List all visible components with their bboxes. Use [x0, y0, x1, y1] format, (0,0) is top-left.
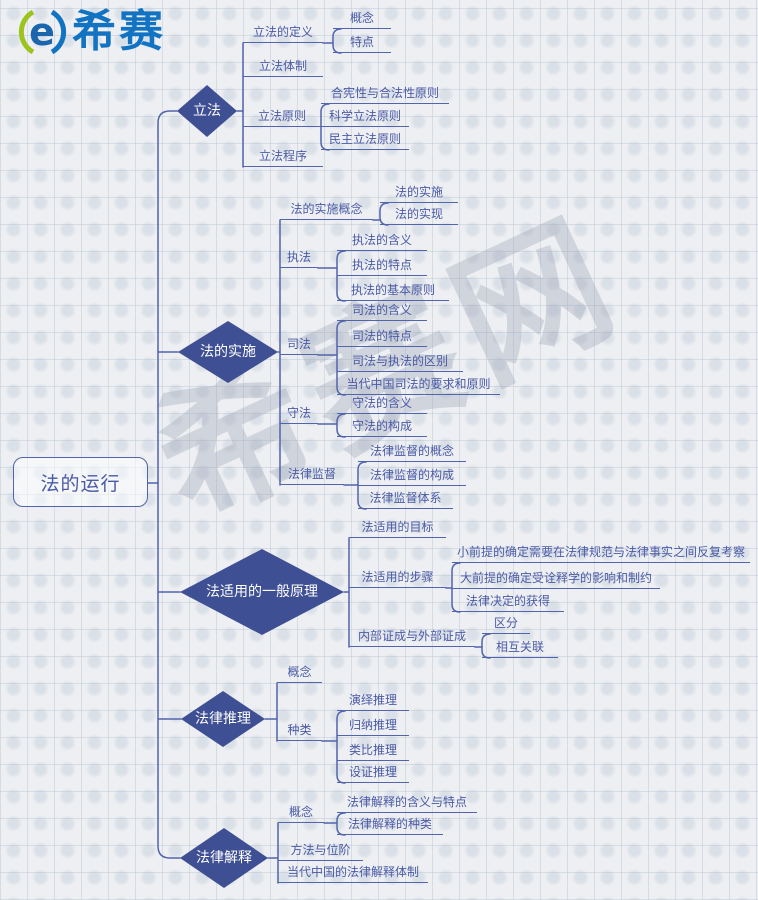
subtopic-node[interactable]: 类比推理: [337, 742, 409, 761]
root-node[interactable]: 法的运行: [13, 457, 148, 507]
branch-diamond[interactable]: [180, 828, 268, 888]
topic-node[interactable]: 立法程序: [243, 148, 323, 167]
subtopic-node[interactable]: 大前提的确定受诠释学的影响和制约: [452, 570, 660, 589]
subtopic-node[interactable]: 守法的含义: [337, 395, 427, 414]
topic-node[interactable]: 法适用的步骤: [349, 569, 446, 588]
branch-diamond[interactable]: [180, 549, 344, 635]
subtopic-node[interactable]: 司法的含义: [337, 302, 427, 321]
topic-node[interactable]: 方法与位阶: [278, 842, 363, 861]
subtopic-node[interactable]: 守法的构成: [337, 418, 427, 437]
subtopic-node[interactable]: 法的实施: [380, 184, 458, 203]
subtopic-node[interactable]: 合宪性与合法性原则: [321, 85, 449, 104]
branch-diamond[interactable]: [177, 85, 237, 137]
subtopic-node[interactable]: 小前提的确定需要在法律规范与法律事实之间反复考察: [452, 544, 750, 563]
topic-node[interactable]: 法律监督: [280, 466, 344, 485]
topic-node[interactable]: 立法原则: [243, 108, 321, 127]
subtopic-node[interactable]: 法律解释的种类: [337, 816, 443, 835]
subtopic-node[interactable]: 当代中国司法的要求和原则: [337, 376, 500, 395]
topic-node[interactable]: 法的实施概念: [280, 201, 373, 220]
topic-node[interactable]: 守法: [280, 405, 318, 424]
subtopic-node[interactable]: 法律决定的获得: [452, 593, 564, 612]
topic-node[interactable]: 法适用的目标: [349, 519, 446, 538]
subtopic-node[interactable]: 演绎推理: [337, 692, 409, 711]
subtopic-node[interactable]: 执法的特点: [337, 257, 427, 276]
subtopic-node[interactable]: 法律解释的含义与特点: [337, 794, 477, 813]
branch-diamond[interactable]: [181, 691, 265, 747]
subtopic-node[interactable]: 科学立法原则: [321, 108, 409, 127]
subtopic-node[interactable]: 执法的基本原则: [337, 282, 449, 301]
branch-diamond[interactable]: [178, 321, 278, 383]
subtopic-node[interactable]: 法律监督的构成: [358, 467, 466, 486]
topic-node[interactable]: 种类: [277, 722, 322, 741]
subtopic-node[interactable]: 概念: [333, 10, 391, 29]
subtopic-node[interactable]: 相互关联: [482, 639, 558, 658]
subtopic-node[interactable]: 法律监督体系: [358, 490, 453, 509]
topic-node[interactable]: 概念: [277, 664, 322, 683]
subtopic-node[interactable]: 司法的特点: [337, 328, 427, 347]
subtopic-node[interactable]: 执法的含义: [337, 232, 427, 251]
brand-name: 希赛: [72, 6, 166, 57]
topic-node[interactable]: 概念: [278, 804, 324, 823]
spine-line: [157, 110, 181, 859]
subtopic-node[interactable]: 司法与执法的区别: [337, 353, 463, 372]
subtopic-node[interactable]: 设证推理: [337, 764, 409, 783]
topic-node[interactable]: 立法体制: [243, 58, 323, 77]
svg-text:e: e: [29, 10, 55, 54]
brand-logo: e 希赛: [16, 6, 166, 58]
brand-mark-icon: e: [18, 9, 67, 55]
subtopic-node[interactable]: 法的实现: [380, 206, 458, 225]
topic-node[interactable]: 当代中国的法律解释体制: [278, 864, 428, 883]
topic-node[interactable]: 司法: [280, 336, 318, 355]
topic-node[interactable]: 内部证成与外部证成: [349, 628, 475, 647]
topic-node[interactable]: 执法: [280, 249, 318, 268]
subtopic-node[interactable]: 特点: [333, 34, 391, 53]
subtopic-node[interactable]: 区分: [482, 615, 530, 634]
subtopic-node[interactable]: 归纳推理: [337, 717, 409, 736]
subtopic-node[interactable]: 民主立法原则: [321, 131, 409, 150]
topic-node[interactable]: 立法的定义: [243, 24, 323, 43]
subtopic-node[interactable]: 法律监督的概念: [358, 443, 466, 462]
